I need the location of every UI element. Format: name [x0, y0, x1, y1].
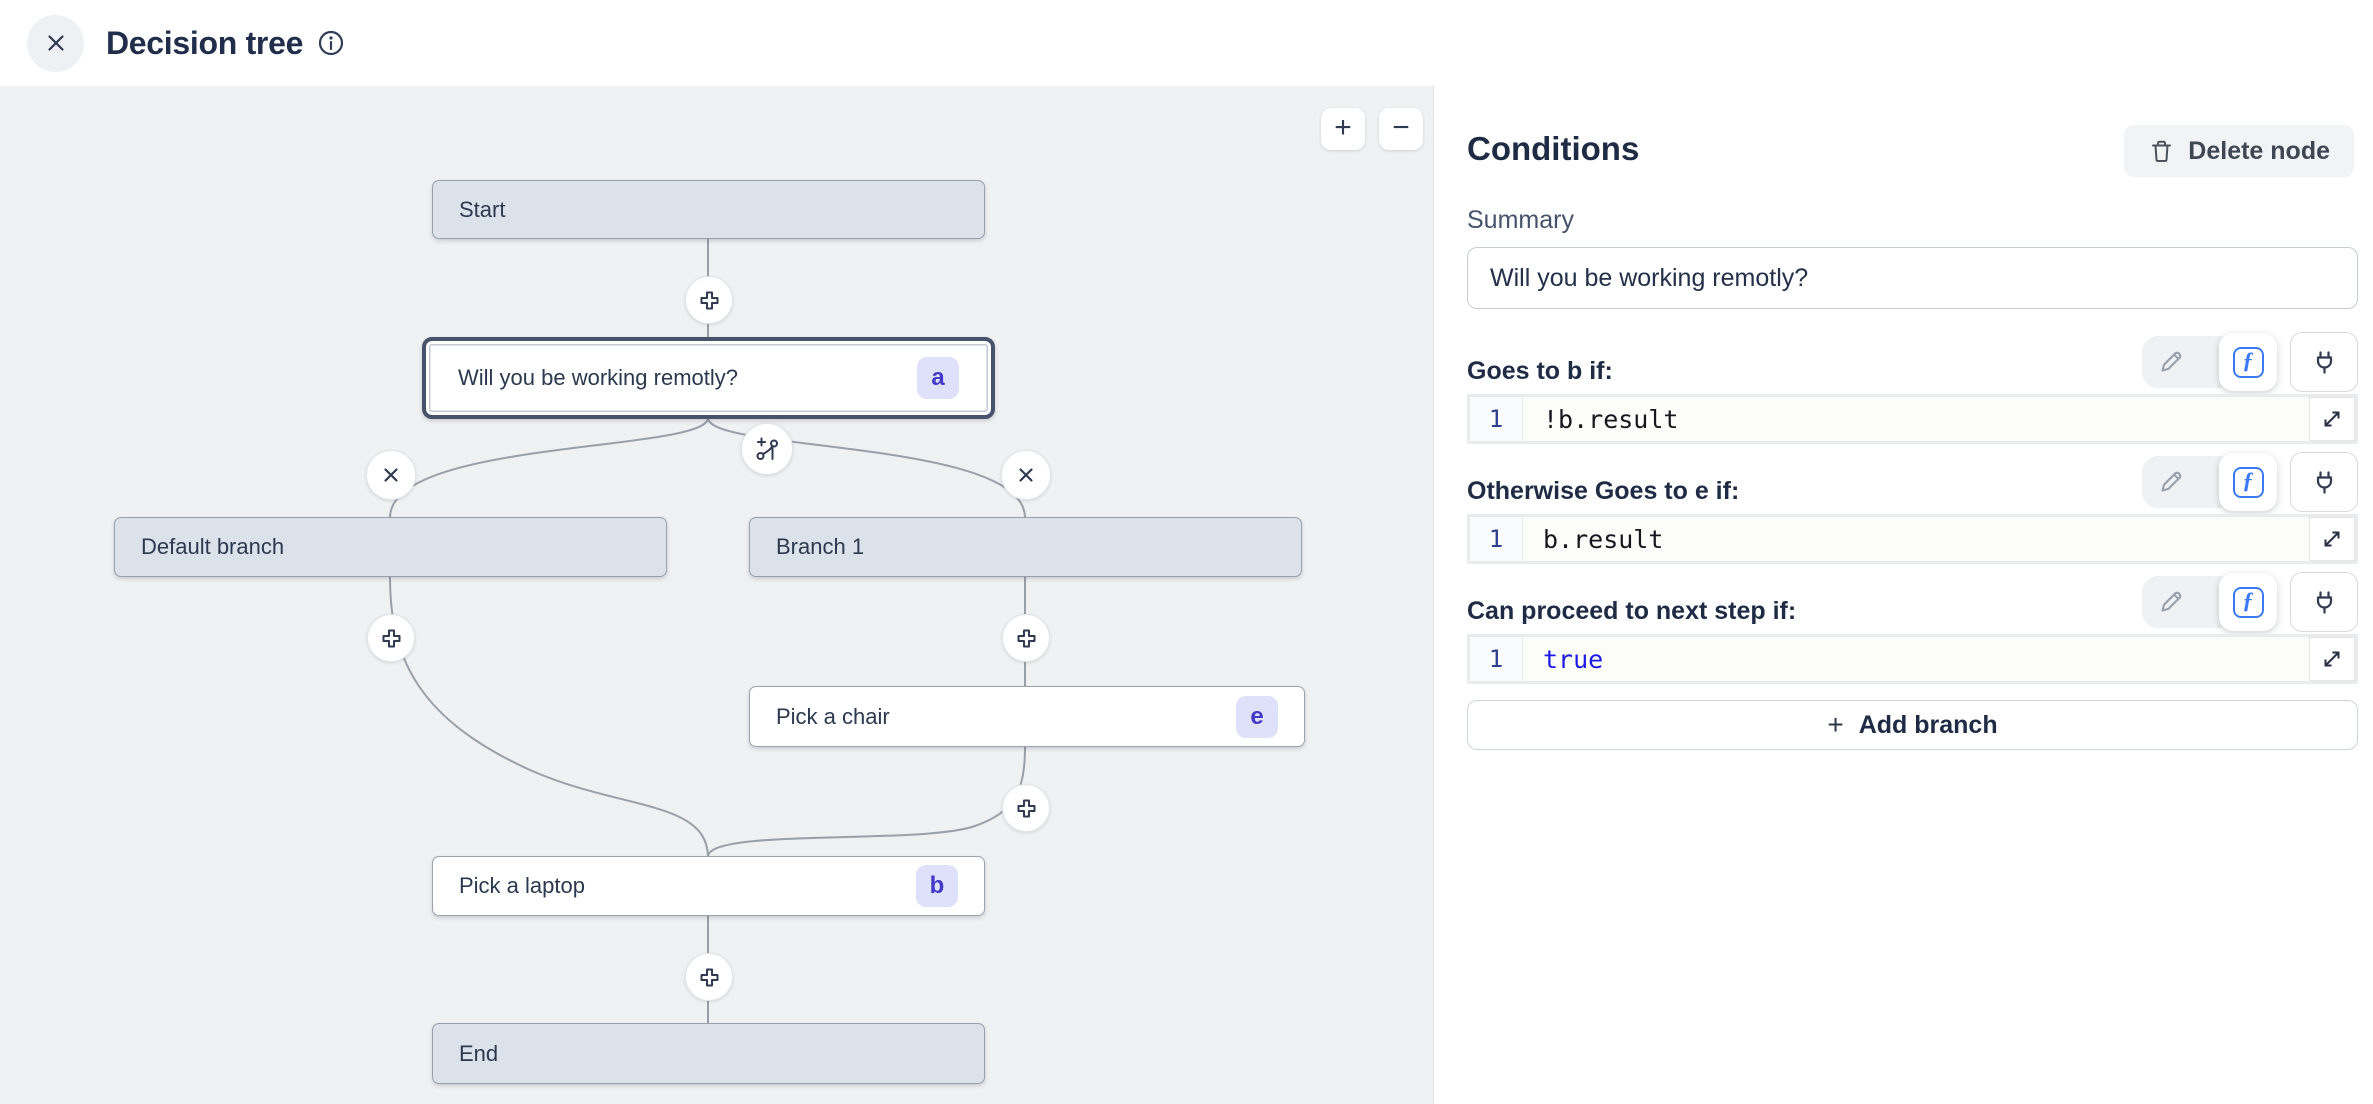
code-input[interactable]: !b.result — [1523, 397, 2309, 441]
close-button[interactable] — [27, 14, 84, 72]
code-editor-goes-to-b: 1 !b.result — [1467, 394, 2358, 444]
plug-icon — [2311, 469, 2338, 496]
node-badge: b — [916, 865, 958, 907]
plug-button[interactable] — [2290, 572, 2358, 632]
plus-icon — [1015, 797, 1038, 820]
manual-edit-segment[interactable] — [2142, 349, 2200, 375]
node-question-selected[interactable]: Will you be working remotly? a — [422, 337, 995, 419]
line-number: 1 — [1470, 397, 1523, 441]
pencil-icon — [2158, 349, 2184, 375]
node-label: Branch 1 — [776, 534, 865, 559]
section-label: Goes to b if: — [1467, 357, 1613, 385]
header: Decision tree — [0, 0, 2373, 87]
function-icon: ƒ — [2232, 586, 2264, 618]
info-icon[interactable] — [317, 29, 345, 57]
function-mode-segment[interactable]: ƒ — [2219, 573, 2277, 631]
node-default-branch[interactable]: Default branch — [114, 517, 667, 577]
plus-icon — [698, 289, 721, 312]
pencil-icon — [2158, 589, 2184, 615]
editor-mode-toggle: ƒ — [2142, 453, 2277, 511]
plus-icon — [698, 966, 721, 989]
close-icon — [44, 31, 68, 55]
function-icon: ƒ — [2232, 466, 2264, 498]
page-title: Decision tree — [106, 24, 304, 61]
manual-edit-segment[interactable] — [2142, 469, 2200, 495]
plus-icon — [380, 627, 403, 650]
expand-editor-button[interactable] — [2309, 397, 2355, 441]
function-mode-segment[interactable]: ƒ — [2219, 453, 2277, 511]
code-editor-can-proceed: 1 true — [1467, 634, 2358, 684]
add-branch-label: Add branch — [1858, 710, 1998, 739]
summary-input[interactable] — [1467, 247, 2358, 309]
node-label: Pick a chair — [776, 703, 890, 729]
expand-icon — [2321, 408, 2343, 430]
plug-button[interactable] — [2290, 452, 2358, 512]
x-icon — [380, 464, 402, 486]
delete-node-label: Delete node — [2188, 136, 2330, 165]
line-number: 1 — [1470, 517, 1523, 561]
code-input[interactable]: true — [1523, 637, 2309, 681]
code-input[interactable]: b.result — [1523, 517, 2309, 561]
expand-editor-button[interactable] — [2309, 517, 2355, 561]
plug-icon — [2311, 589, 2338, 616]
section-goes-to-b: Goes to b if: ƒ — [1467, 332, 2358, 392]
trash-icon — [2148, 138, 2175, 165]
manual-edit-segment[interactable] — [2142, 589, 2200, 615]
expand-icon — [2321, 528, 2343, 550]
add-node-button[interactable] — [1002, 614, 1050, 662]
node-label: Pick a laptop — [459, 873, 585, 898]
line-number: 1 — [1470, 637, 1523, 681]
conditions-panel: Conditions Delete node Summary Goes to b… — [1433, 86, 2373, 1104]
node-label: End — [459, 1040, 499, 1066]
x-icon — [1015, 464, 1037, 486]
add-branch-pin[interactable] — [741, 423, 793, 475]
plug-icon — [2311, 349, 2338, 376]
node-start[interactable]: Start — [432, 180, 985, 239]
node-label: Default branch — [141, 534, 285, 559]
add-node-button[interactable] — [1002, 784, 1050, 832]
add-node-button[interactable] — [685, 276, 733, 324]
node-pick-laptop[interactable]: Pick a laptop b — [432, 856, 985, 916]
node-branch-1[interactable]: Branch 1 — [749, 517, 1302, 577]
summary-label: Summary — [1467, 206, 1574, 234]
section-label: Can proceed to next step if: — [1467, 597, 1797, 625]
panel-title: Conditions — [1467, 130, 1640, 167]
flow-canvas[interactable]: Start Will you be working remotly? a Def… — [0, 86, 1433, 1104]
node-end[interactable]: End — [432, 1023, 985, 1084]
expand-editor-button[interactable] — [2309, 637, 2355, 681]
pencil-icon — [2158, 469, 2184, 495]
section-label: Otherwise Goes to e if: — [1467, 477, 1740, 505]
add-node-button[interactable] — [685, 953, 733, 1001]
add-node-button[interactable] — [367, 614, 415, 662]
remove-branch-button[interactable] — [366, 450, 416, 500]
node-label: Will you be working remotly? — [458, 365, 738, 390]
editor-mode-toggle: ƒ — [2142, 333, 2277, 391]
section-can-proceed: Can proceed to next step if: ƒ — [1467, 572, 2358, 632]
code-editor-otherwise: 1 b.result — [1467, 514, 2358, 564]
node-badge: e — [1236, 695, 1278, 738]
expand-icon — [2321, 648, 2343, 670]
node-pick-chair[interactable]: Pick a chair e — [749, 686, 1305, 747]
plug-button[interactable] — [2290, 332, 2358, 392]
zoom-in-button[interactable]: + — [1321, 108, 1365, 150]
remove-branch-button[interactable] — [1001, 450, 1051, 500]
section-otherwise-goes-to-e: Otherwise Goes to e if: ƒ — [1467, 452, 2358, 512]
plus-icon: + — [1827, 709, 1844, 740]
add-branch-icon — [753, 435, 781, 463]
delete-node-button[interactable]: Delete node — [2124, 125, 2354, 177]
function-mode-segment[interactable]: ƒ — [2219, 333, 2277, 391]
plus-icon — [1015, 627, 1038, 650]
node-badge: a — [917, 357, 959, 399]
editor-mode-toggle: ƒ — [2142, 573, 2277, 631]
node-label: Start — [459, 196, 506, 222]
zoom-out-button[interactable]: − — [1379, 108, 1423, 150]
add-branch-button[interactable]: + Add branch — [1467, 700, 2358, 750]
function-icon: ƒ — [2232, 346, 2264, 378]
